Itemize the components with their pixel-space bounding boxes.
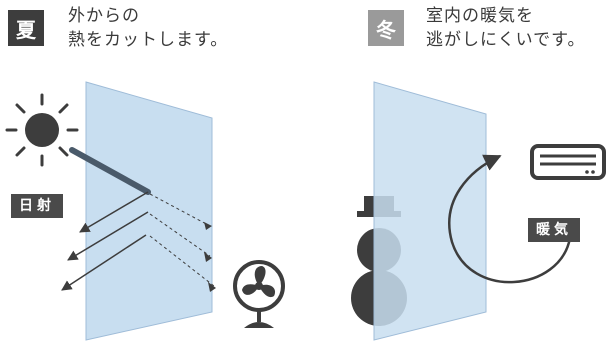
- sunlight-ray: [69, 147, 151, 195]
- winter-window-glass: [373, 81, 487, 341]
- reflected-heat-arrows: [61, 191, 149, 291]
- blocked-heat-dotted-lines: [149, 193, 215, 287]
- winter-caption-line1: 室内の暖気を: [426, 6, 534, 26]
- winter-caption-line2: 逃がしにくいです。: [426, 30, 586, 50]
- summer-caption: 外からの 熱をカットします。: [68, 4, 228, 52]
- warm-air-arc: [448, 154, 572, 284]
- electric-fan-icon: [233, 260, 285, 328]
- summer-window-glass: [85, 81, 213, 341]
- summer-badge: 夏: [8, 10, 44, 46]
- winter-caption: 室内の暖気を 逃がしにくいです。: [426, 4, 585, 52]
- warm-air-label: 暖気: [528, 218, 580, 242]
- winter-badge: 冬: [368, 10, 404, 46]
- solar-radiation-label: 日射: [11, 194, 63, 218]
- air-conditioner-icon: [530, 144, 606, 180]
- summer-caption-line1: 外からの: [68, 6, 140, 26]
- sun-icon: [5, 93, 79, 167]
- summer-caption-line2: 熱をカットします。: [68, 30, 229, 50]
